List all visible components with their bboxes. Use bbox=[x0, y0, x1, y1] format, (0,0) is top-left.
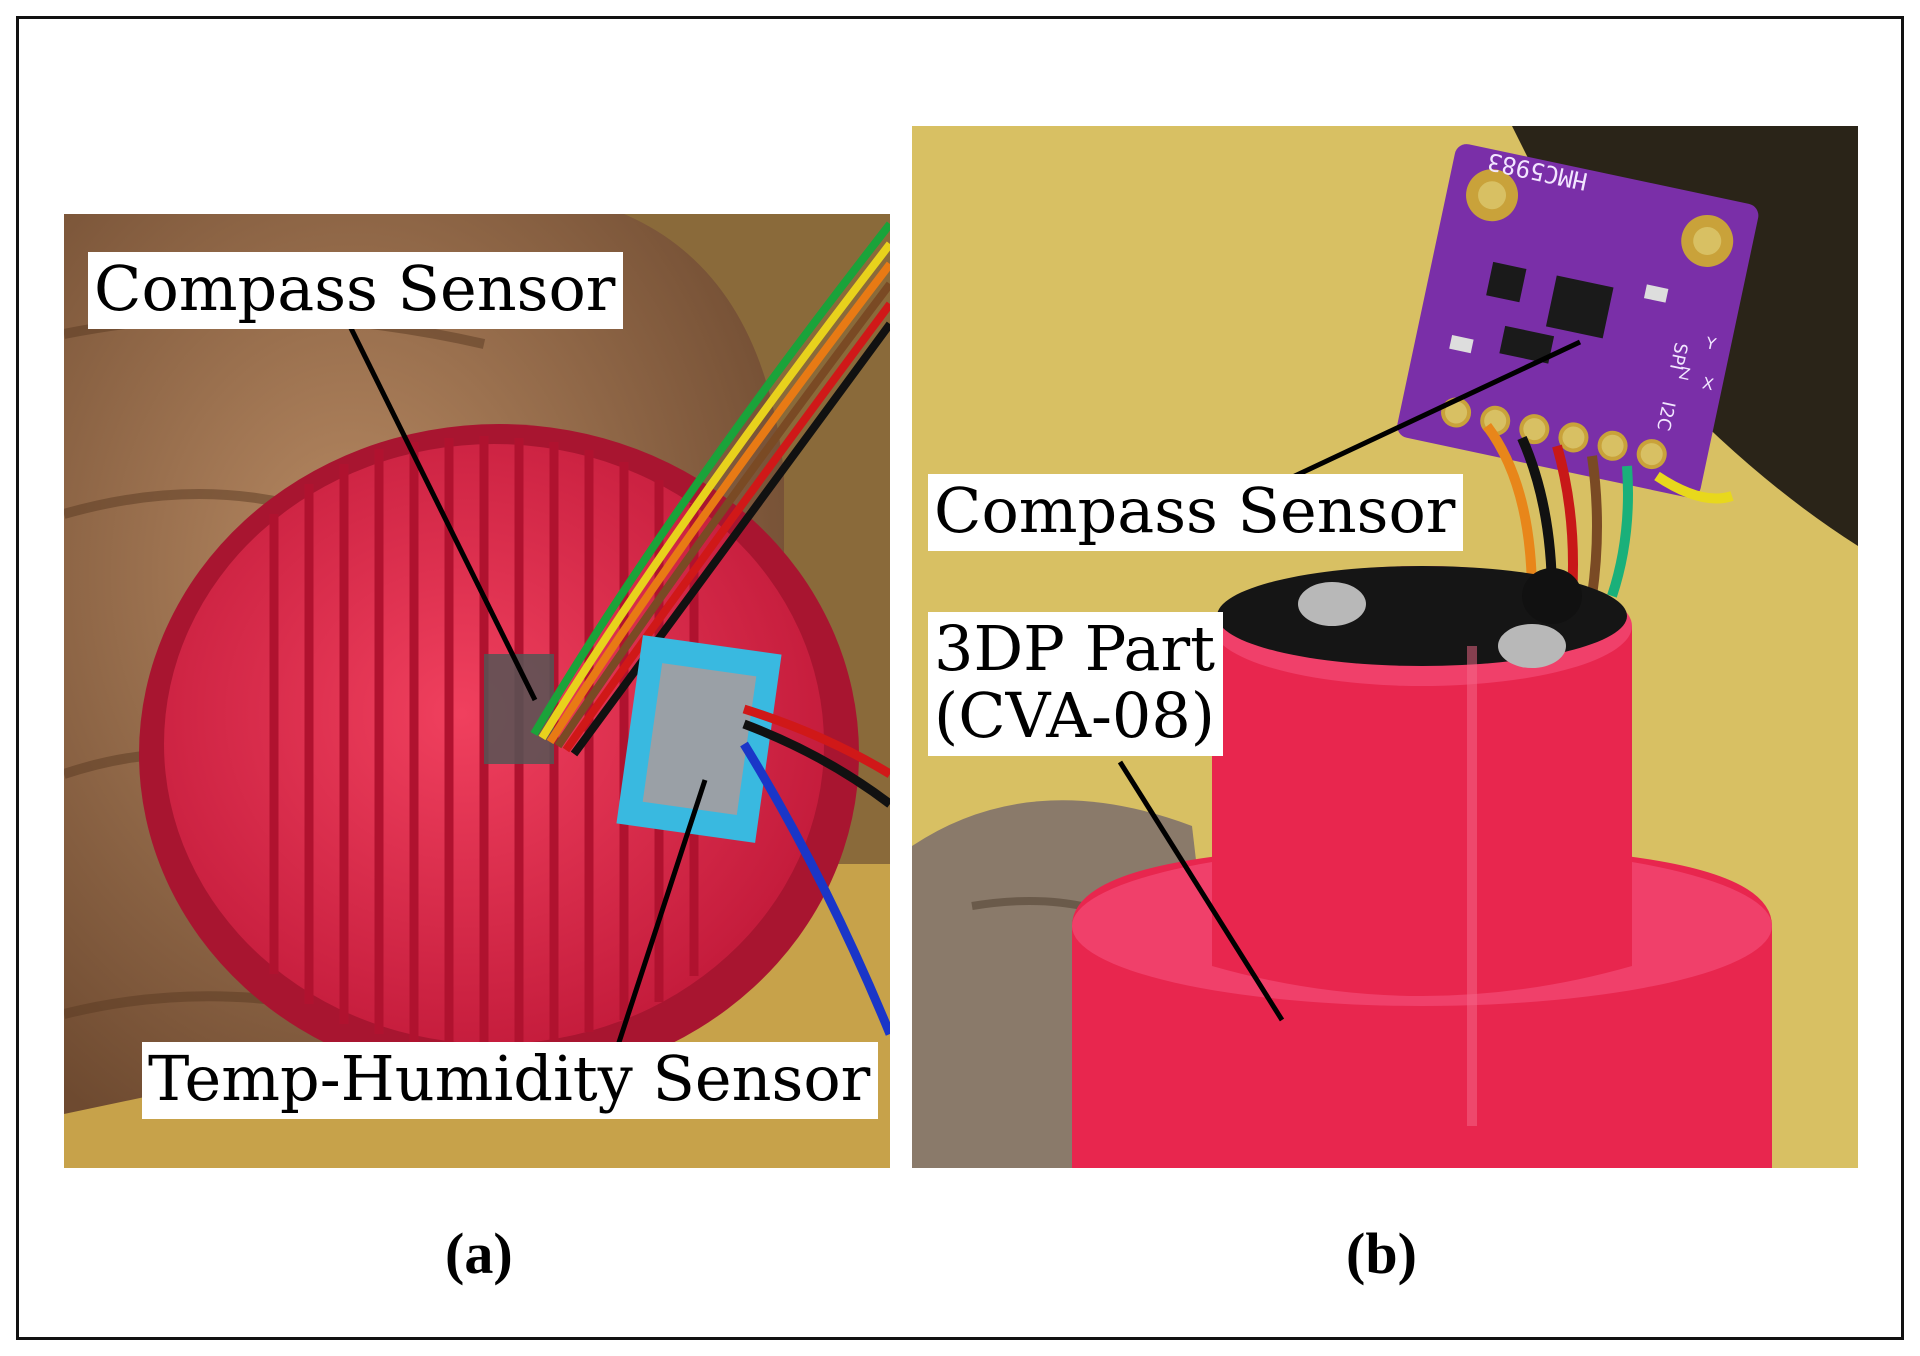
board-axis-x: X bbox=[1701, 373, 1716, 394]
photo-panel-a bbox=[64, 214, 890, 1168]
label-3dp-part: 3DP Part (CVA-08) bbox=[928, 612, 1224, 756]
label-3dp-part-line2: (CVA-08) bbox=[934, 678, 1215, 752]
caption-a: (a) bbox=[445, 1221, 513, 1286]
label-compass-sensor-b: Compass Sensor bbox=[928, 474, 1464, 551]
label-3dp-part-line1: 3DP Part bbox=[934, 612, 1216, 685]
caption-b: (b) bbox=[1346, 1221, 1417, 1286]
board-axis-y: Y bbox=[1703, 333, 1718, 354]
photo-a-illustration bbox=[64, 214, 890, 1168]
board-axis-z: Z bbox=[1677, 363, 1692, 384]
label-compass-sensor-a: Compass Sensor bbox=[88, 252, 624, 329]
label-temp-humidity-sensor: Temp-Humidity Sensor bbox=[142, 1042, 879, 1119]
